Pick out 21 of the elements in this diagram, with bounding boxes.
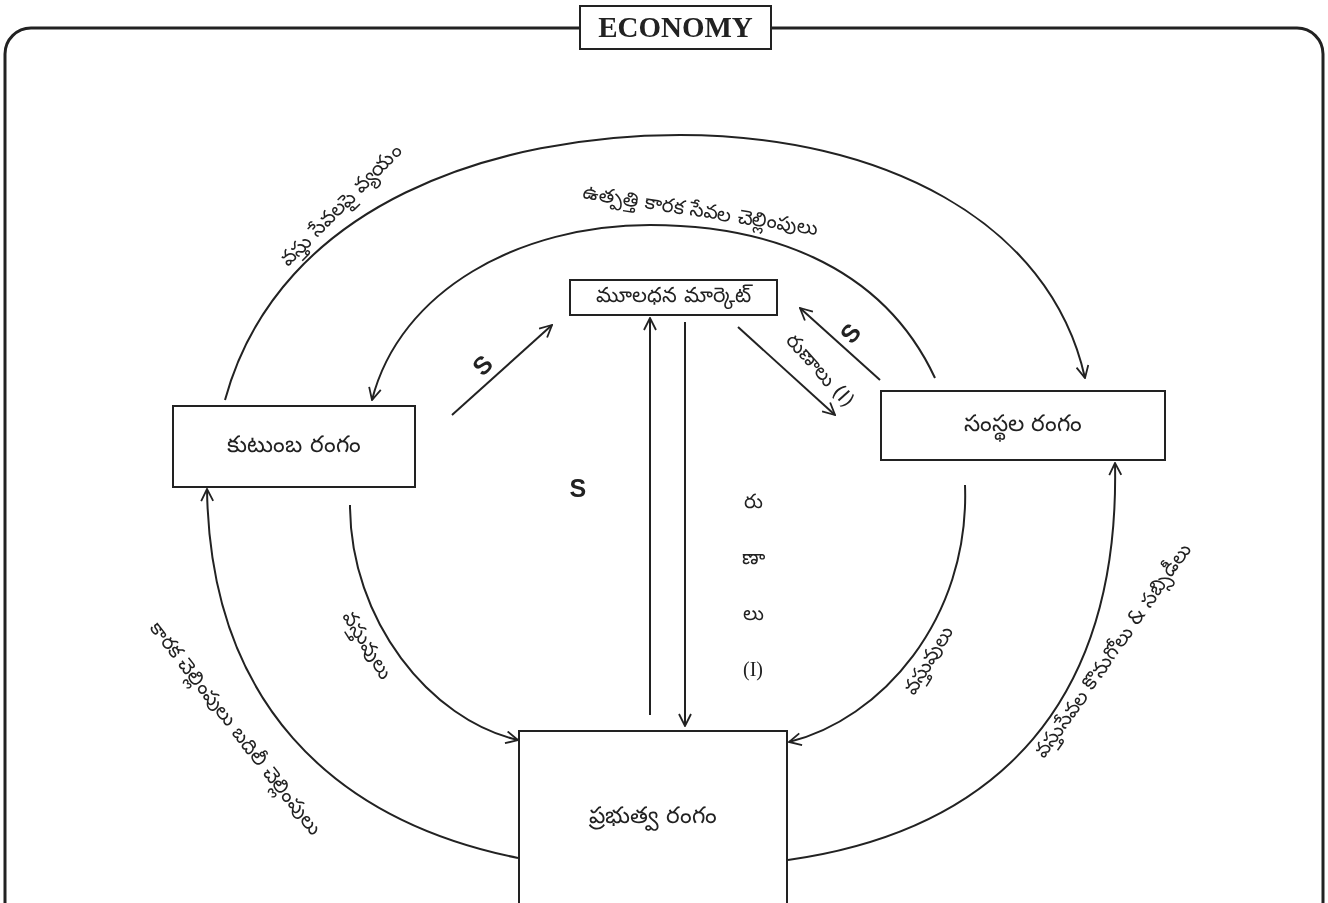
arrow — [678, 321, 692, 727]
sector-box: మూలధన మార్కెట్ — [569, 279, 778, 316]
arrow — [788, 484, 966, 746]
arrow — [200, 488, 519, 859]
edge-label: ఉత్పత్తి కారక సేవల చెల్లింపులు — [581, 179, 819, 241]
arrow — [224, 134, 1089, 401]
sector-box: కుటుంబ రంగం — [172, 405, 416, 488]
edge-label: S — [569, 473, 587, 503]
edge-label: S — [833, 316, 867, 350]
sector-box: సంస్థల రంగం — [880, 390, 1166, 461]
arrow — [369, 224, 936, 401]
arrow — [787, 462, 1122, 861]
title-box: ECONOMY — [579, 5, 772, 50]
arrow — [799, 307, 881, 381]
arrow — [349, 504, 519, 744]
sector-box: ప్రభుత్వ రంగం — [518, 730, 788, 903]
edge-label: రుణాలు (I) — [740, 489, 766, 683]
arrow — [737, 326, 836, 416]
edge-label: S — [465, 348, 499, 382]
arrow — [643, 317, 657, 716]
arrow — [451, 324, 553, 416]
